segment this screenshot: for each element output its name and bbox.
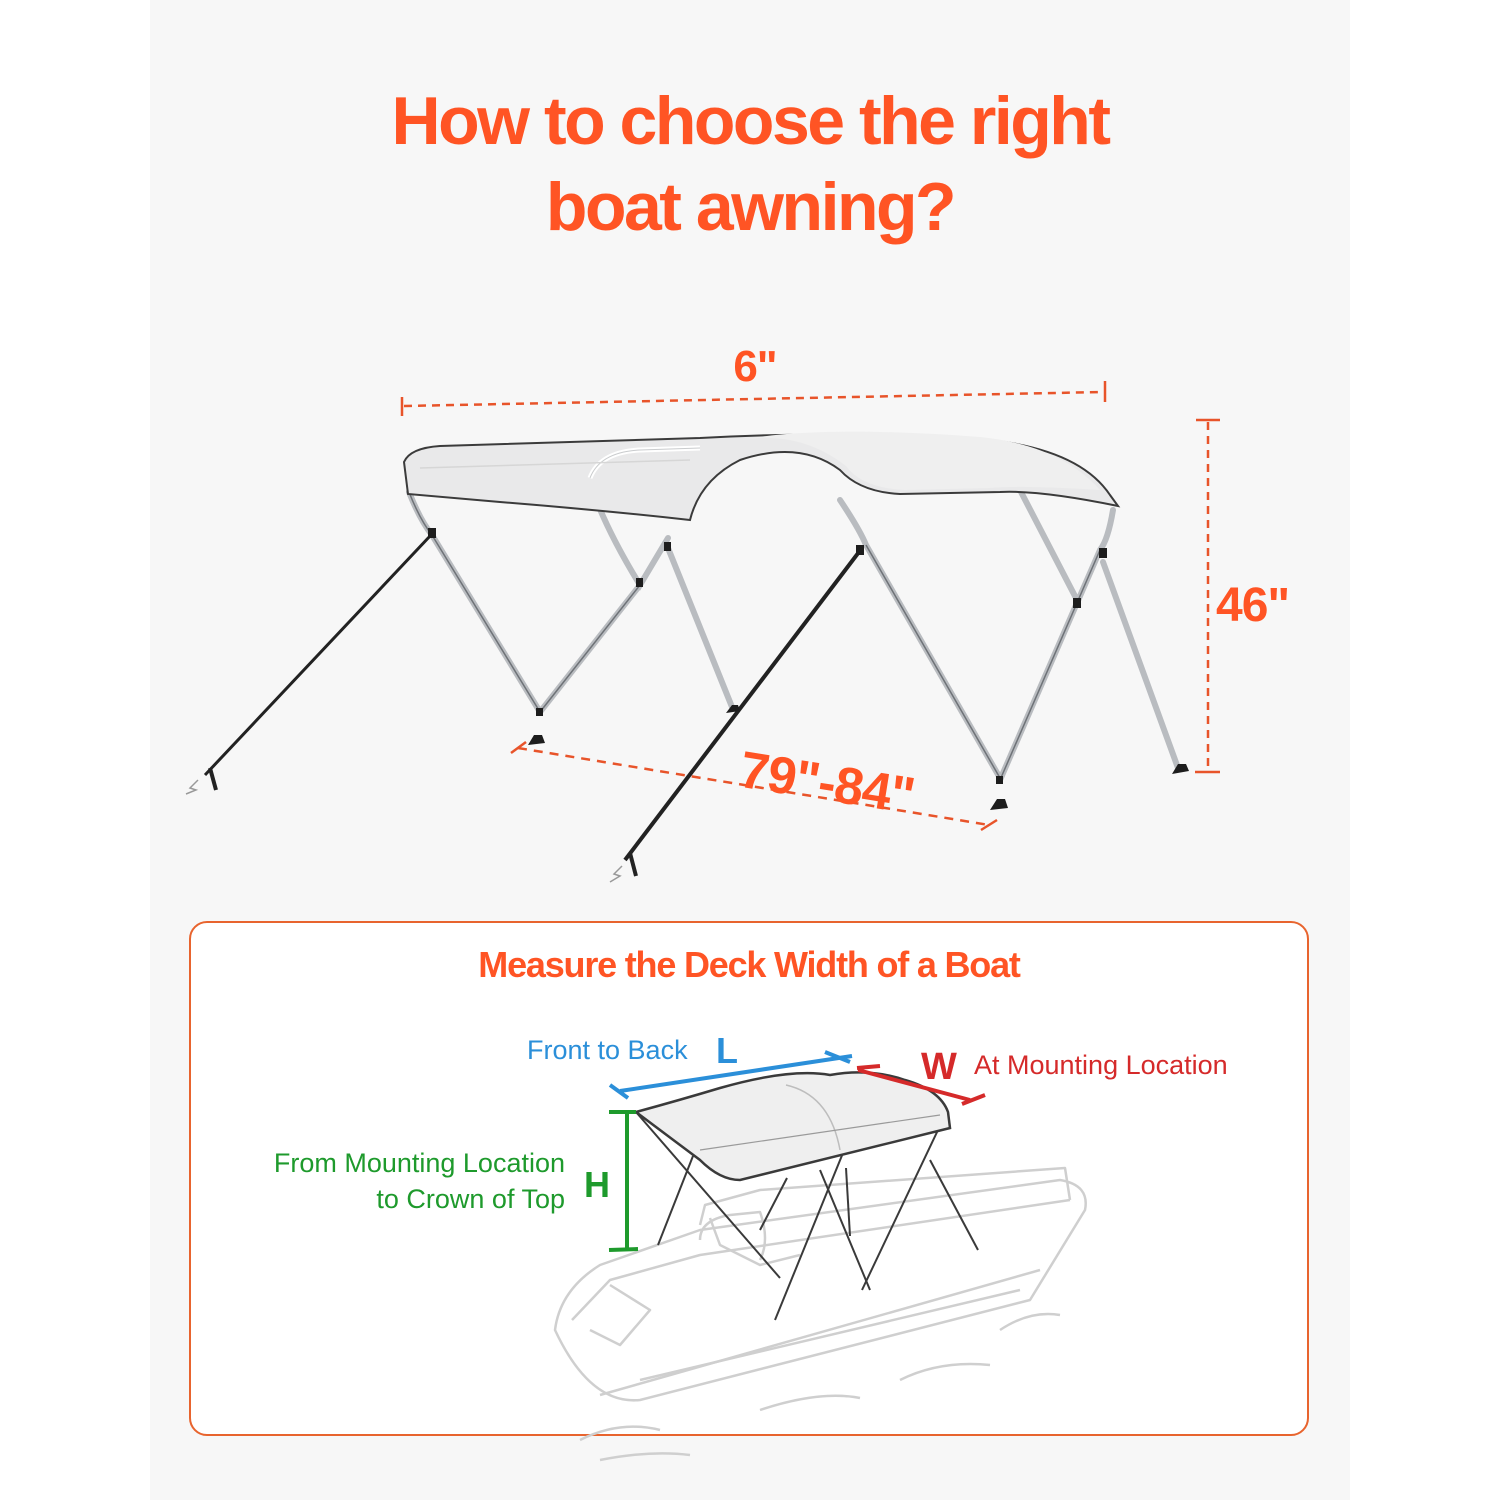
title-line-1: How to choose the right (391, 83, 1111, 159)
boat-hull-sketch (553, 1166, 1087, 1462)
title-line-2: boat awning? (545, 169, 957, 245)
canopy-fabric (402, 431, 1121, 522)
height-letter: H (584, 1164, 610, 1205)
length-letter: L (716, 1030, 738, 1071)
tie-down-straps (185, 533, 864, 883)
width-letter: W (921, 1046, 957, 1088)
height-label-line-1: From Mounting Location (273, 1148, 565, 1178)
width-indicator (856, 1064, 986, 1106)
bimini-top-illustration (185, 381, 1220, 883)
width-dimension-label: 6" (733, 342, 777, 391)
page-title: How to choose the right boat awning? (150, 78, 1350, 250)
mounting-feet (428, 528, 1189, 810)
boat-bimini-frame (635, 1111, 979, 1321)
width-label: At Mounting Location (974, 1050, 1228, 1080)
deck-card-title: Measure the Deck Width of a Boat (478, 944, 1021, 985)
width-dimension-line (400, 381, 1107, 416)
depth-dimension-line (510, 740, 998, 832)
height-label: From Mounting Location to Crown of Top (220, 1145, 565, 1217)
height-dimension-label: 46" (1216, 579, 1290, 632)
height-dimension-line (1195, 418, 1220, 774)
length-indicator (608, 1050, 853, 1100)
height-label-line-2: to Crown of Top (376, 1184, 565, 1214)
boat-bimini-canopy (633, 1071, 952, 1182)
height-indicator (608, 1110, 639, 1252)
length-label: Front to Back (527, 1035, 688, 1065)
